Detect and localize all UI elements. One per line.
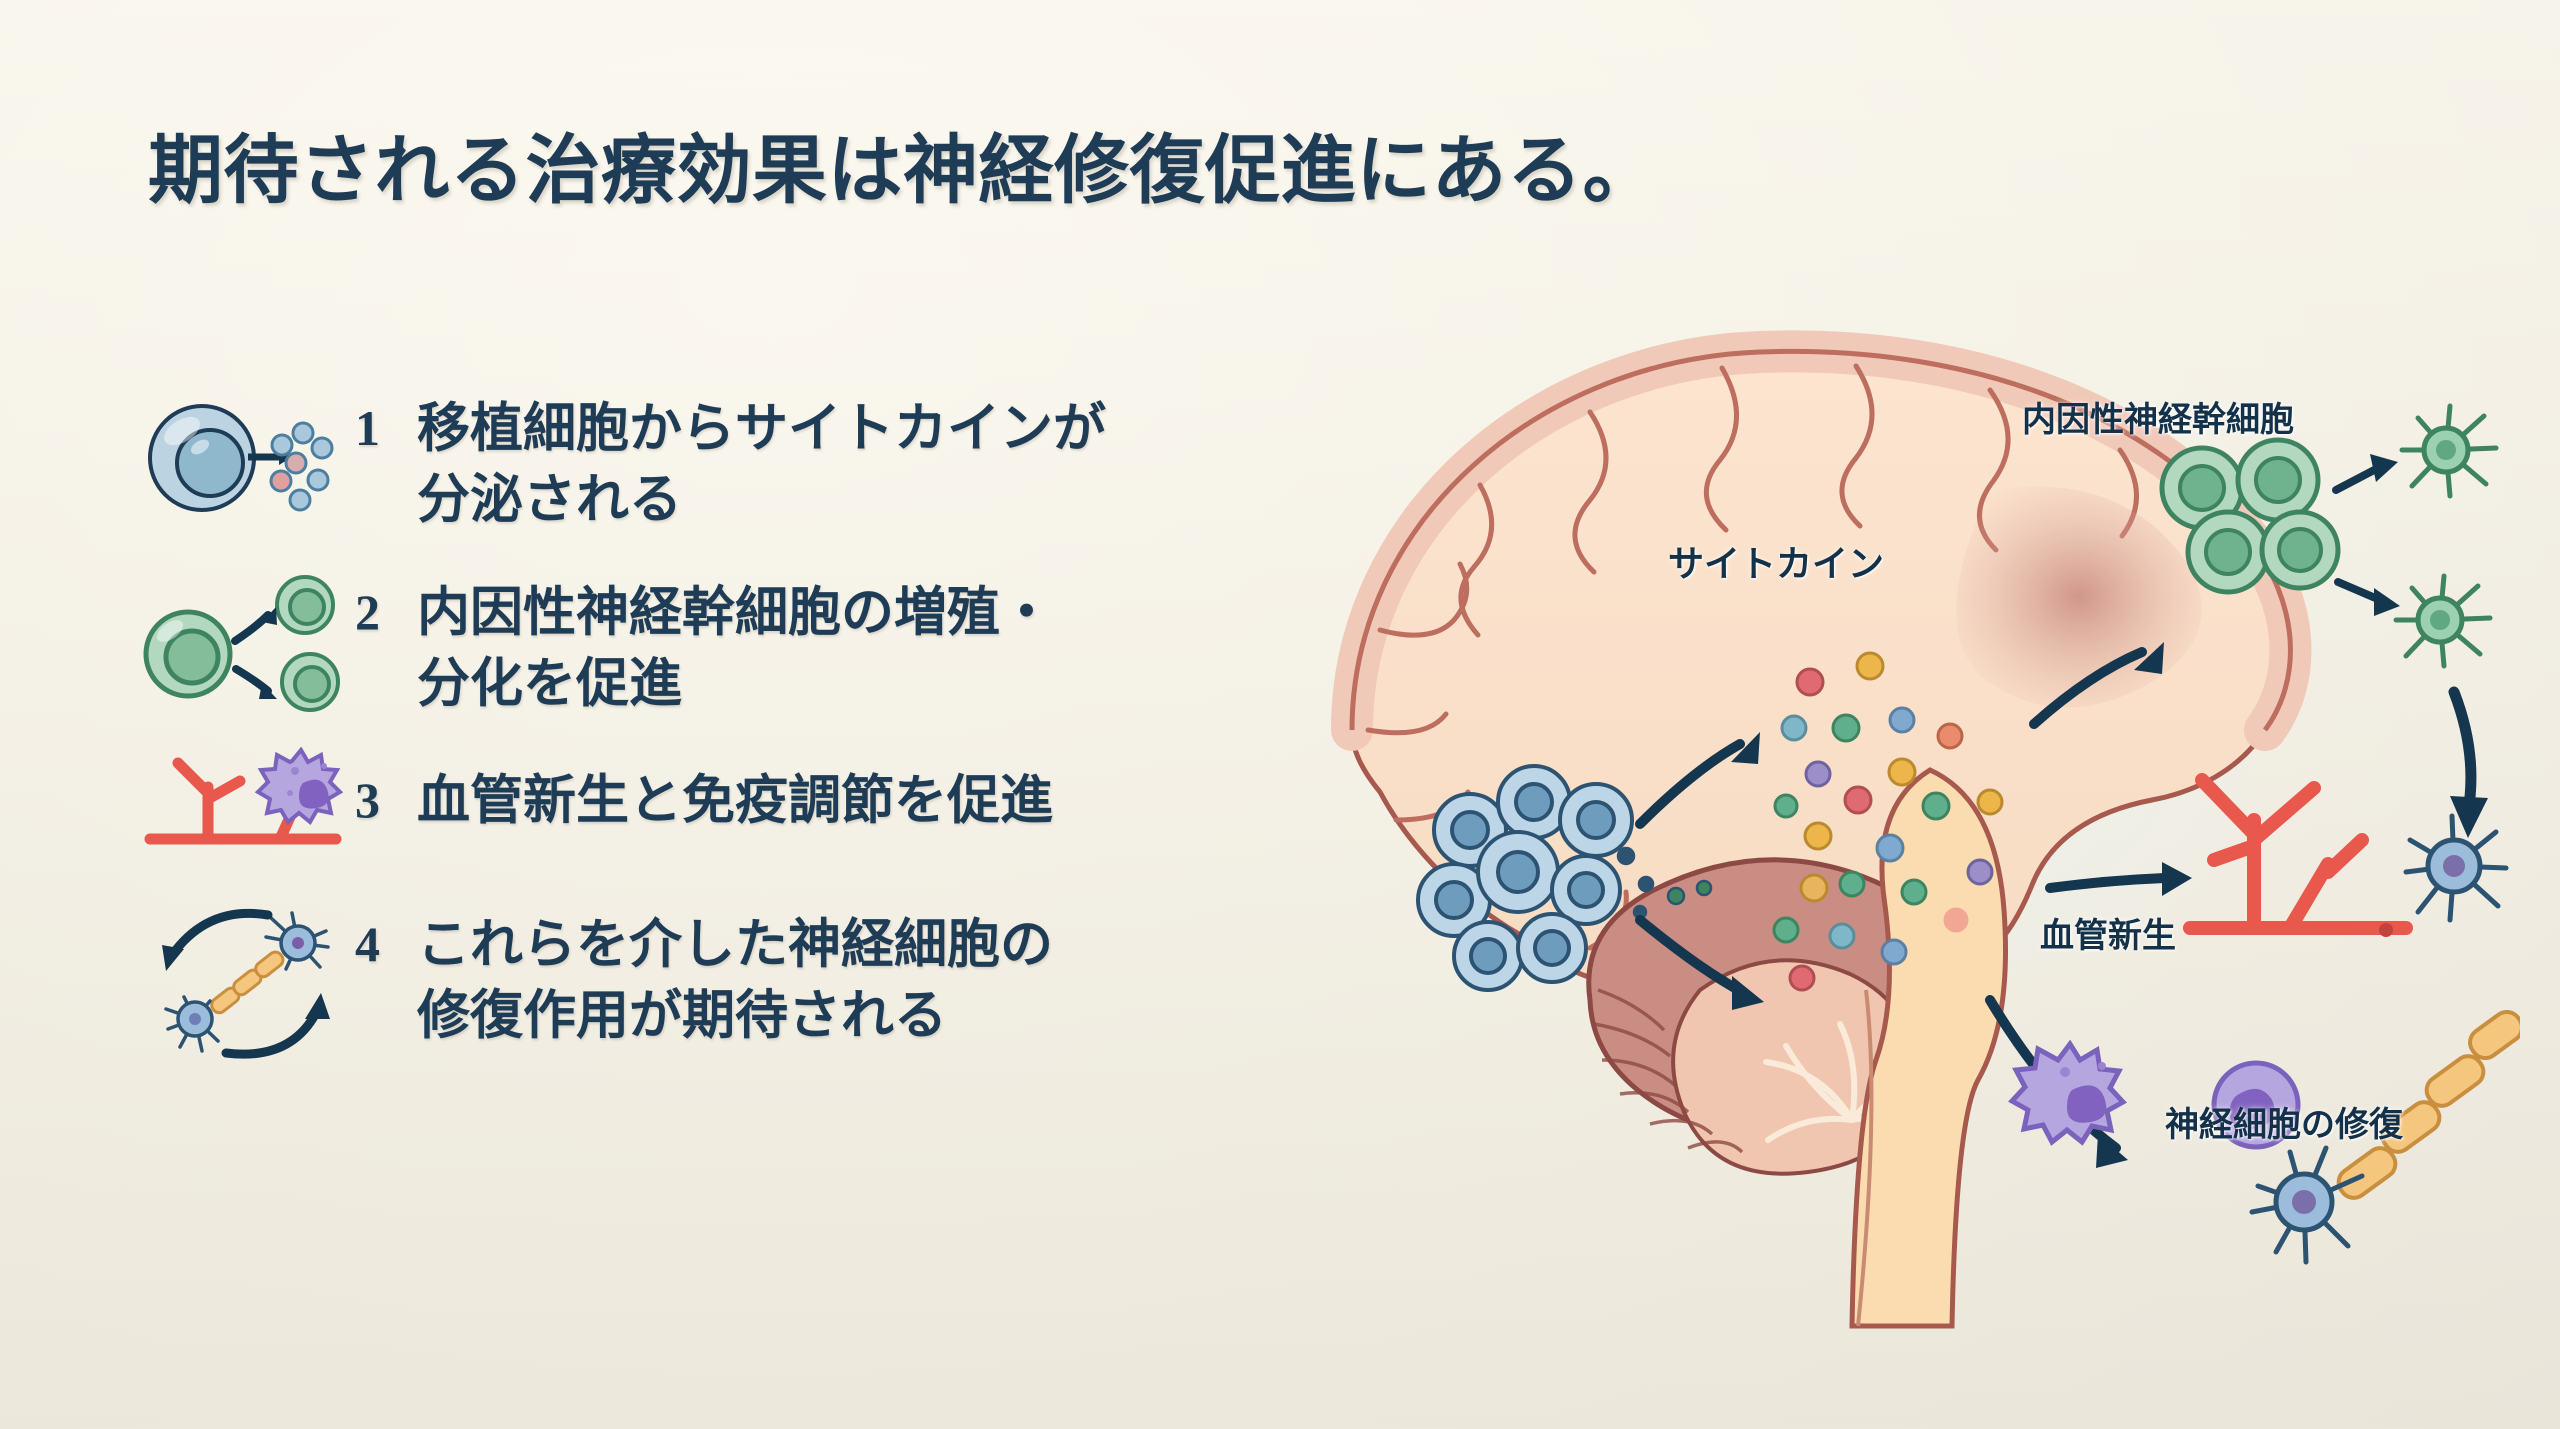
differentiated-green-cell-1: [2399, 403, 2499, 499]
bullet-line-1: これらを介した神経細胞の: [417, 915, 1053, 975]
vessel-dot-icon: [2379, 923, 2393, 937]
brainstem-shape: [1849, 767, 2008, 1329]
bullet-line-2: 分化を促進: [417, 654, 682, 714]
diagram-arrowhead: [2370, 454, 2400, 616]
bullet-line-1: 血管新生と免疫調節を促進: [417, 771, 1053, 831]
endogenous-stem-cell-nuclei: [2178, 456, 2323, 576]
bullet-text: 移植細胞からサイトカインが 分泌される: [417, 385, 1106, 535]
differentiated-green-cell-2: [2393, 573, 2493, 669]
bullet-list: 1 移植細胞からサイトカインが 分泌される: [140, 385, 1270, 1095]
neuron-repair-icon: [140, 901, 355, 1061]
list-item: 1 移植細胞からサイトカインが 分泌される: [140, 385, 1270, 535]
bullet-number: 4: [355, 916, 380, 973]
dividing-cell-icon: [140, 569, 355, 719]
cytokine-dots: [1772, 651, 2004, 992]
transplanted-cell-cluster: [1416, 764, 1634, 992]
neuron-icon: [2249, 1145, 2365, 1265]
angiogenesis-vessel: [2183, 773, 2413, 935]
bullet-text: 内因性神経幹細胞の増殖・ 分化を促進: [417, 569, 1053, 719]
secreting-cell-icon: [140, 385, 355, 535]
list-item: 2 内因性神経幹細胞の増殖・ 分化を促進: [140, 569, 1270, 719]
bullet-number: 3: [355, 772, 380, 829]
bullet-text: 血管新生と免疫調節を促進: [417, 747, 1053, 836]
label-endogenous-stem-cell: 内因性神経幹細胞: [2022, 401, 2294, 439]
diagram-arrowhead: [1731, 642, 2192, 1168]
cerebellum-shape: [1586, 857, 1963, 1176]
label-angiogenesis: 血管新生: [2040, 917, 2176, 955]
bullet-line-1: 移植細胞からサイトカインが: [417, 399, 1106, 458]
label-cytokine: サイトカイン: [1668, 543, 1885, 584]
neuron-upper-icon: [2403, 813, 2509, 923]
myelin-sheath-icon: [2336, 1009, 2520, 1200]
diagram-arrow: [2448, 686, 2488, 838]
label-neuron-repair: 神経細胞の修復: [2165, 1106, 2403, 1144]
bullet-line-2: 修復作用が期待される: [417, 986, 947, 1046]
brain-mechanism-diagram: [1290, 300, 2520, 1360]
immune-cell-round-icon: [2211, 1060, 2301, 1150]
list-item: 4 これらを介した神経細胞の 修復作用が期待される: [140, 901, 1270, 1061]
diagram-arrow: [2332, 464, 2384, 604]
bullet-line-1: 内因性神経幹細胞の増殖・: [417, 583, 1053, 643]
bullet-line-2: 分泌される: [417, 470, 682, 530]
bullet-number: 1: [355, 400, 380, 456]
immune-cell-icon: [2008, 1039, 2127, 1146]
bullet-number: 2: [355, 584, 380, 641]
secretion-dots: [1616, 846, 1713, 920]
list-item: 3 血管新生と免疫調節を促進: [140, 746, 1270, 867]
vessel-immune-icon: [140, 746, 355, 867]
bullet-text: これらを介した神経細胞の 修復作用が期待される: [417, 901, 1053, 1051]
page-title: 期待される治療効果は神経修復促進にある。: [148, 128, 1659, 212]
